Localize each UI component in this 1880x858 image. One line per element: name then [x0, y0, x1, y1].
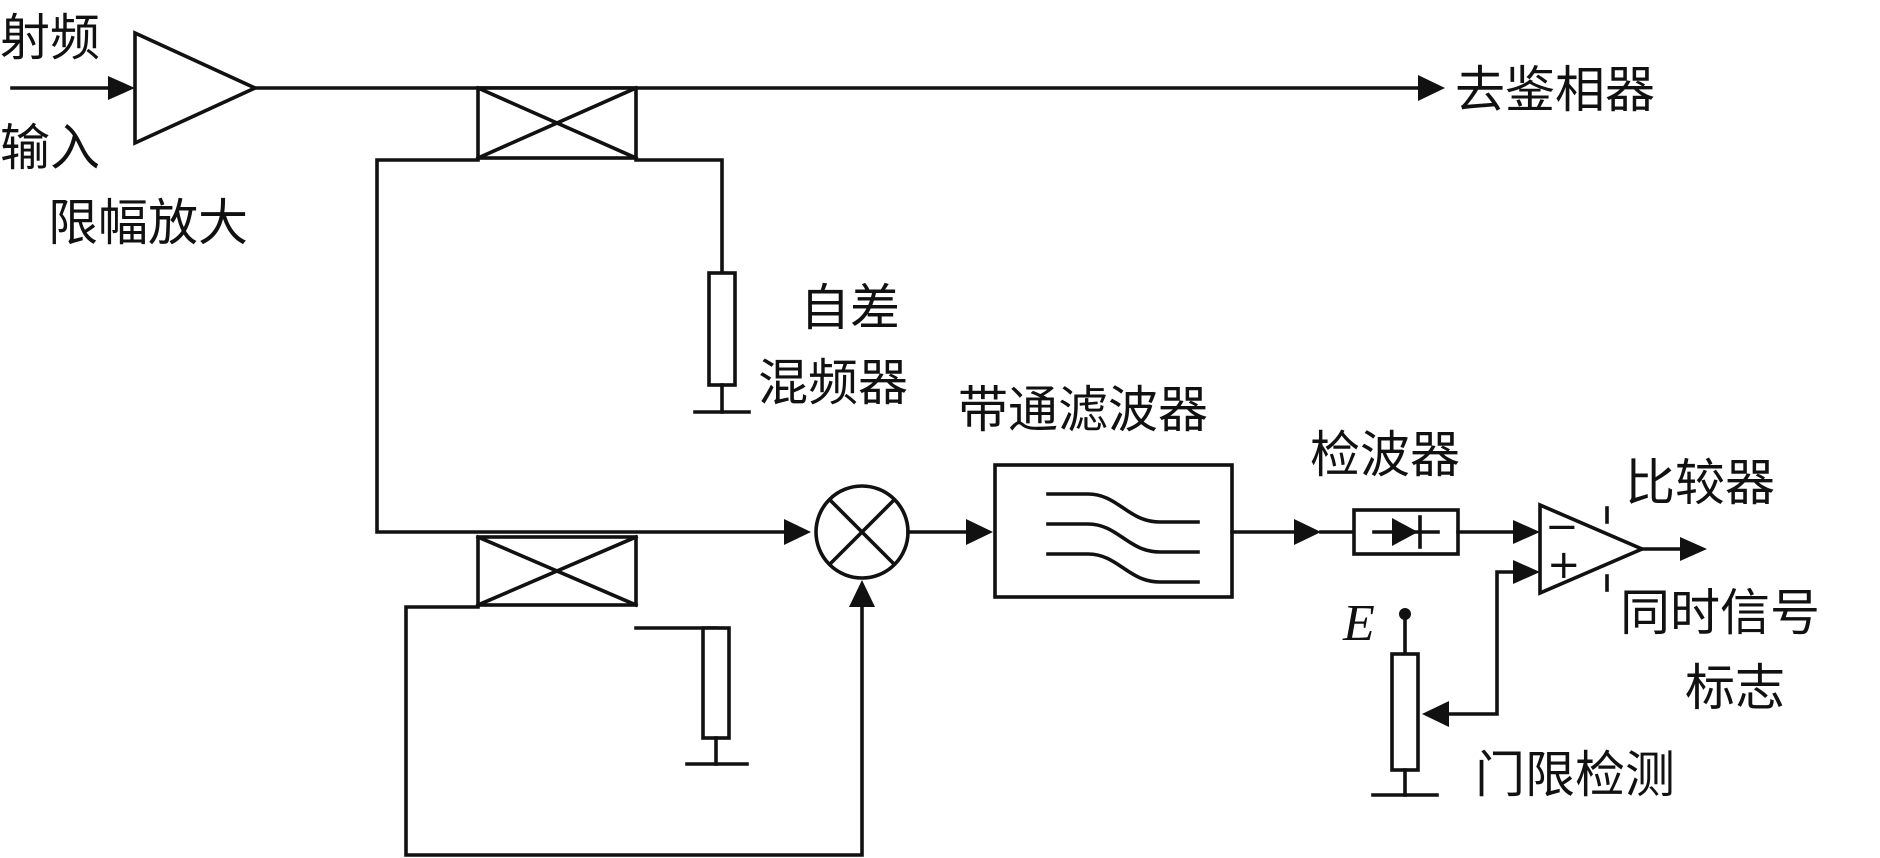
upper-coupler [475, 85, 639, 161]
detector-to-comparator-line [1456, 520, 1540, 544]
comparator-minus-sign: − [1545, 504, 1579, 550]
label-self-diff-mixer-2: 混频器 [758, 354, 908, 412]
main-rf-line [253, 75, 1445, 101]
label-self-diff-mixer-1: 自差 [800, 279, 900, 337]
label-voltage-e: E [1342, 595, 1375, 652]
label-detector: 检波器 [1310, 426, 1460, 484]
detector-diode [1319, 508, 1460, 556]
coupled-path [375, 158, 811, 545]
rf-input-arrow [10, 76, 135, 100]
delay-loop [404, 580, 875, 857]
label-rf-input-1: 射频 [0, 9, 100, 67]
upper-termination [634, 158, 751, 414]
mixer [814, 484, 910, 580]
lower-termination [634, 626, 749, 766]
label-threshold-detect: 门限检测 [1475, 746, 1675, 804]
label-to-phase-detector: 去鉴相器 [1455, 61, 1655, 119]
mixer-to-filter-line [906, 519, 993, 545]
label-limiting-amp: 限幅放大 [48, 194, 248, 252]
label-bandpass-filter: 带通滤波器 [958, 381, 1208, 439]
label-rf-input-2: 输入 [0, 119, 100, 177]
comparator-plus-sign: + [1547, 542, 1581, 588]
lower-coupler [475, 534, 639, 608]
limiting-amplifier [133, 30, 260, 146]
threshold-potentiometer [1371, 608, 1439, 797]
threshold-wiper [1422, 560, 1540, 727]
comparator-output [1640, 537, 1707, 561]
label-sync-signal-1: 同时信号 [1620, 584, 1820, 642]
filter-to-detector-line [1230, 519, 1321, 545]
bandpass-filter [993, 463, 1234, 599]
comparator: − + [1538, 502, 1647, 596]
label-sync-signal-2: 标志 [1685, 659, 1785, 717]
label-comparator: 比较器 [1625, 454, 1775, 512]
